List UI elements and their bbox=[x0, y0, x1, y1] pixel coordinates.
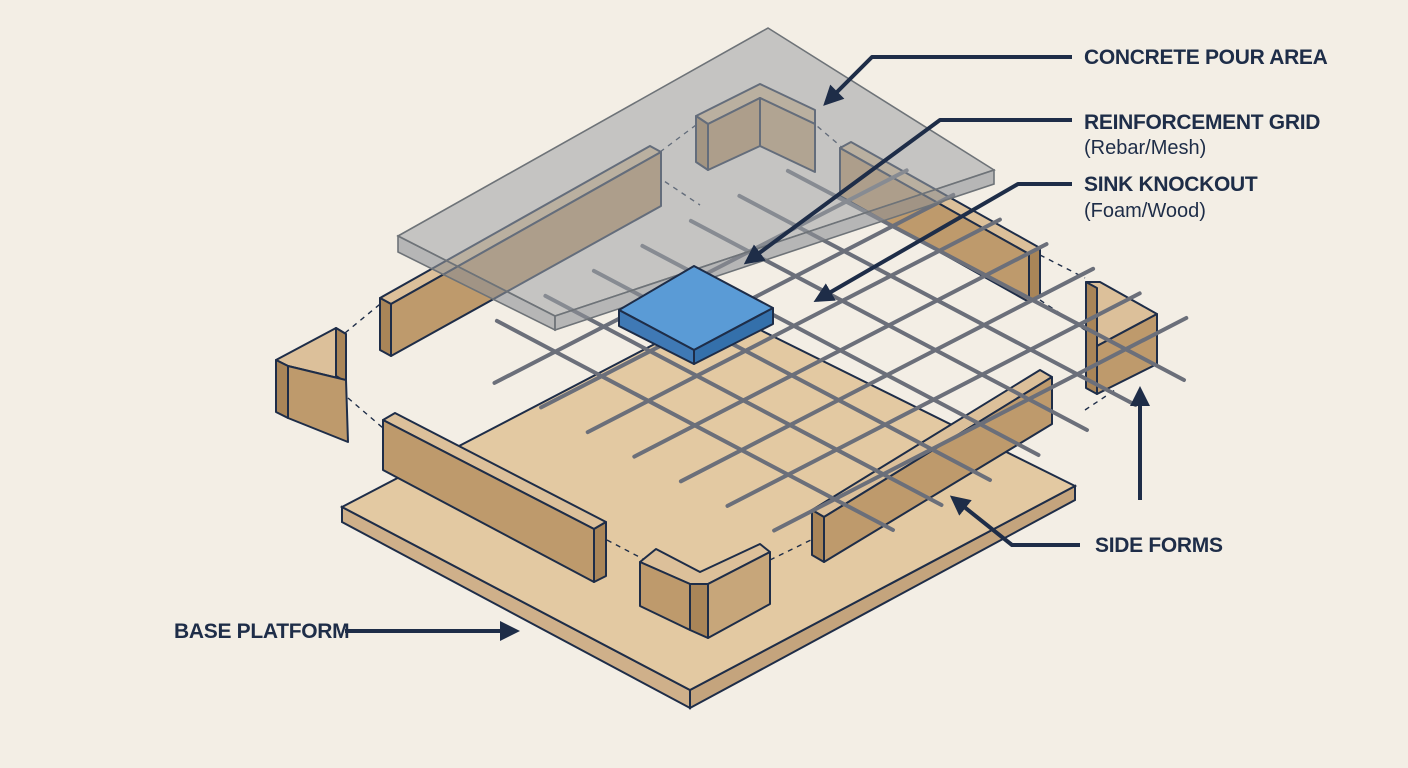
base-platform-top bbox=[339, 308, 1078, 692]
callout-arrows bbox=[345, 55, 1150, 641]
label-reinforcement-grid: REINFORCEMENT GRID bbox=[1084, 111, 1320, 134]
rebar-bar bbox=[678, 266, 1096, 484]
label-sink-knockout-sub: (Foam/Wood) bbox=[1084, 200, 1206, 222]
arrow-reinforcement-grid bbox=[743, 118, 1072, 265]
side-form-corner-front bbox=[639, 543, 771, 639]
labels: CONCRETE POUR AREA REINFORCEMENT GRID (R… bbox=[174, 46, 1328, 643]
reinforcement-grid bbox=[492, 168, 1189, 533]
side-form-front-left bbox=[382, 412, 607, 583]
label-concrete-pour-area: CONCRETE POUR AREA bbox=[1084, 46, 1328, 69]
rebar-bar bbox=[725, 291, 1142, 508]
sink-knockout-side bbox=[693, 307, 774, 365]
arrow-side-forms-front bbox=[949, 495, 1080, 547]
label-reinforcement-grid-sub: (Rebar/Mesh) bbox=[1084, 137, 1206, 159]
sink-knockout bbox=[618, 265, 774, 365]
label-sink-knockout: SINK KNOCKOUT bbox=[1084, 173, 1258, 196]
rebar-bar bbox=[632, 242, 1049, 459]
arrow-concrete-pour-area bbox=[823, 55, 1072, 106]
rebar-bar bbox=[772, 316, 1189, 533]
label-base-platform: BASE PLATFORM bbox=[174, 620, 349, 643]
label-side-forms: SIDE FORMS bbox=[1095, 534, 1223, 557]
base-platform bbox=[339, 308, 1078, 710]
arrow-sink-knockout bbox=[813, 182, 1072, 302]
side-form-corner-left bbox=[275, 327, 349, 443]
